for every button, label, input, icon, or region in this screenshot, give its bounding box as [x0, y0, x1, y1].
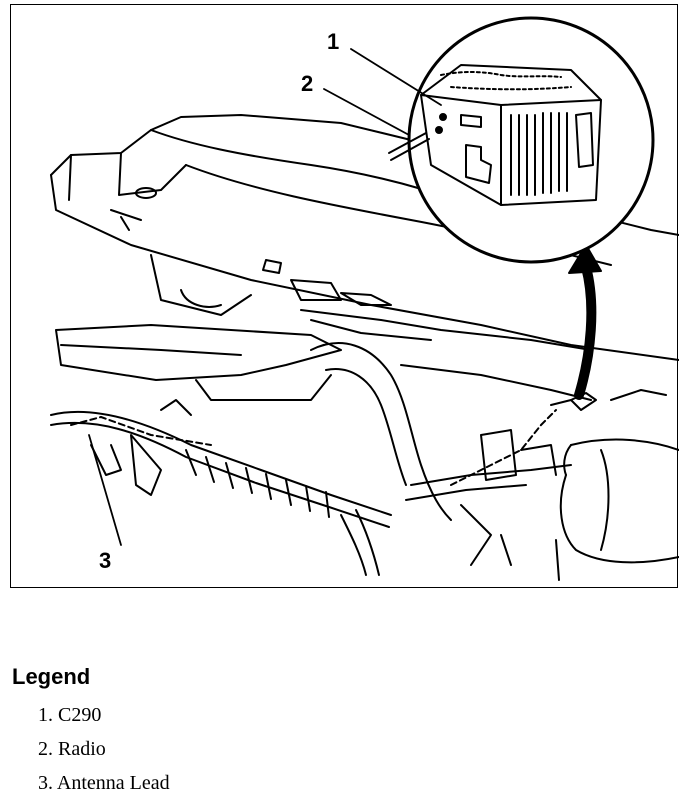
detail-magnifier [388, 16, 655, 264]
legend-item-c290: 1. C290 [38, 704, 102, 726]
wiring-harness [50, 399, 572, 576]
vehicle-dash-illustration: 1 2 3 [50, 16, 679, 581]
magnify-arrow [568, 244, 602, 400]
diagram-frame: 1 2 3 [10, 4, 679, 588]
antenna-lead [70, 409, 557, 486]
legend: Legend 1. C290 2. Radio 3. Antenna Lead [12, 664, 652, 800]
legend-list: 1. C290 2. Radio 3. Antenna Lead [12, 698, 652, 800]
leader-lines [88, 48, 442, 546]
antenna-jack [388, 132, 430, 161]
radio-unit [420, 64, 602, 206]
legend-title: Legend [12, 664, 91, 689]
legend-item-antenna-lead: 3. Antenna Lead [38, 772, 170, 794]
lower-brackets [55, 324, 592, 521]
instrument-panel [50, 114, 679, 361]
callout-1: 1 [327, 29, 339, 54]
callout-2: 2 [301, 71, 313, 96]
steering-column [460, 389, 679, 581]
legend-item-radio: 2. Radio [38, 738, 106, 760]
callout-3: 3 [99, 548, 111, 573]
